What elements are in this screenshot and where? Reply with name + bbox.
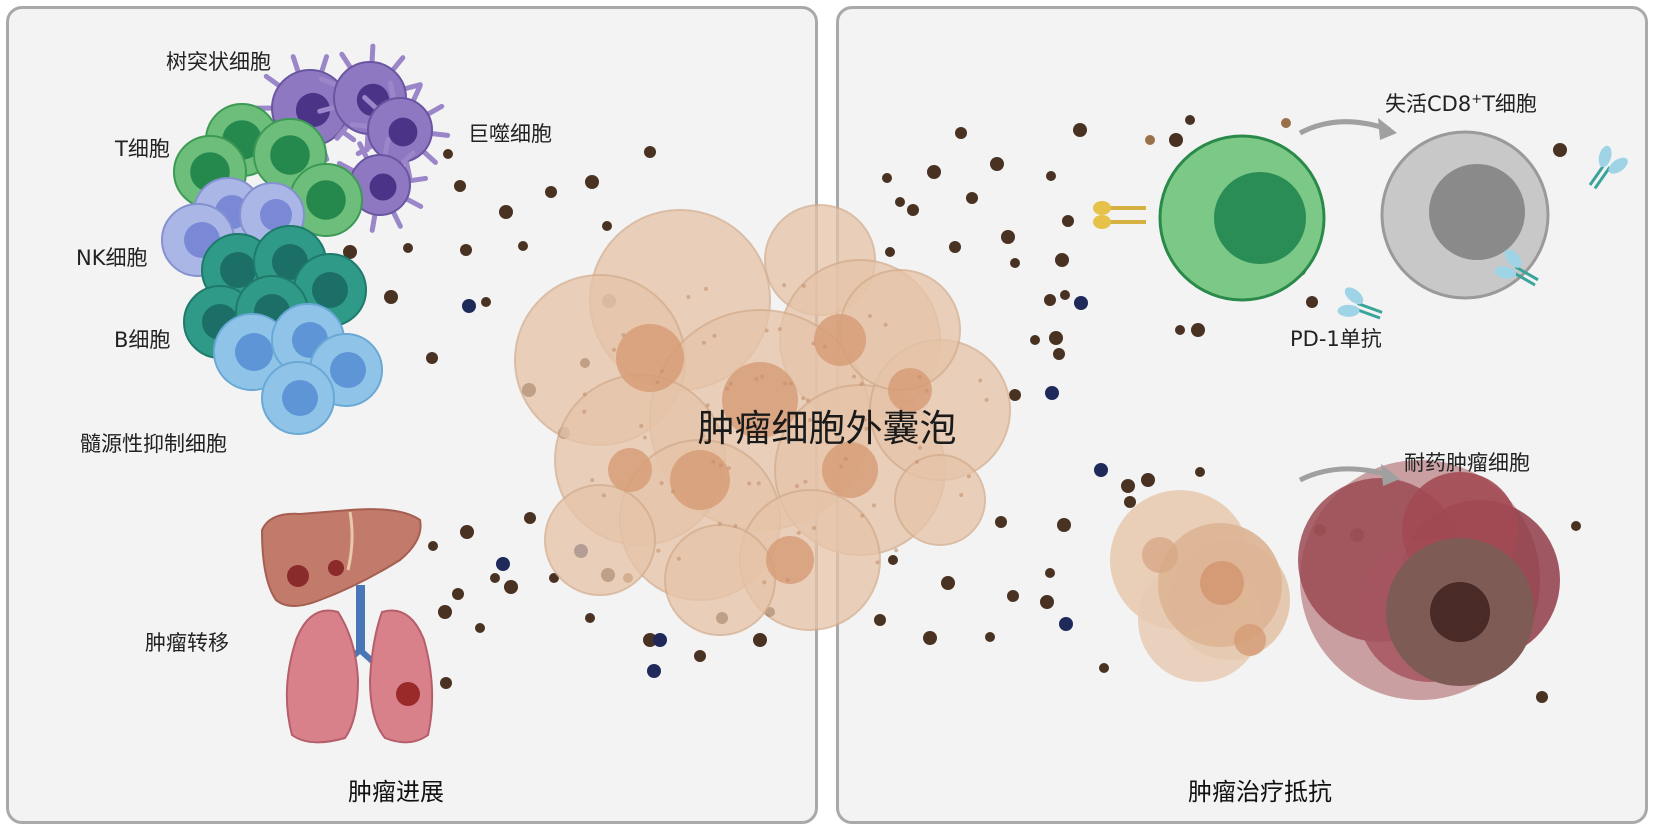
transition-arrow-top <box>1298 118 1397 140</box>
label-resistant-tumor-cell: 耐药肿瘤细胞 <box>1404 451 1530 475</box>
immune-cell-cluster <box>161 43 451 435</box>
label-b-cell: B细胞 <box>114 328 171 352</box>
label-inactive-cd8-t-cell: 失活CD8+T细胞 <box>1385 92 1537 116</box>
inactive-cd8-t-cell-icon <box>1380 130 1550 300</box>
small-tumor-cluster-icon <box>1110 490 1290 682</box>
center-title: 肿瘤细胞外囊泡 <box>697 407 957 450</box>
caption-tumor-progression: 肿瘤进展 <box>348 778 444 806</box>
pd1-receptor-icon <box>1093 201 1146 229</box>
tumor-cell-cluster <box>514 204 1011 636</box>
resistant-tumor-cell-icon <box>1298 460 1560 700</box>
label-dendritic-cell: 树突状细胞 <box>166 50 271 74</box>
label-pd1-antibody: PD-1单抗 <box>1290 327 1382 351</box>
label-metastasis: 肿瘤转移 <box>145 631 229 655</box>
metastasis-organs-icon <box>260 508 434 744</box>
pd1-antibodies <box>1337 145 1628 320</box>
transition-arrow-bottom <box>1298 464 1400 486</box>
label-t-cell: T细胞 <box>115 137 170 161</box>
active-t-cell-icon <box>1158 134 1326 302</box>
label-macrophage: 巨噬细胞 <box>468 122 552 146</box>
caption-treatment-resistance: 肿瘤治疗抵抗 <box>1188 778 1332 806</box>
label-mdsc: 髓源性抑制细胞 <box>80 432 227 456</box>
label-nk-cell: NK细胞 <box>76 246 148 270</box>
